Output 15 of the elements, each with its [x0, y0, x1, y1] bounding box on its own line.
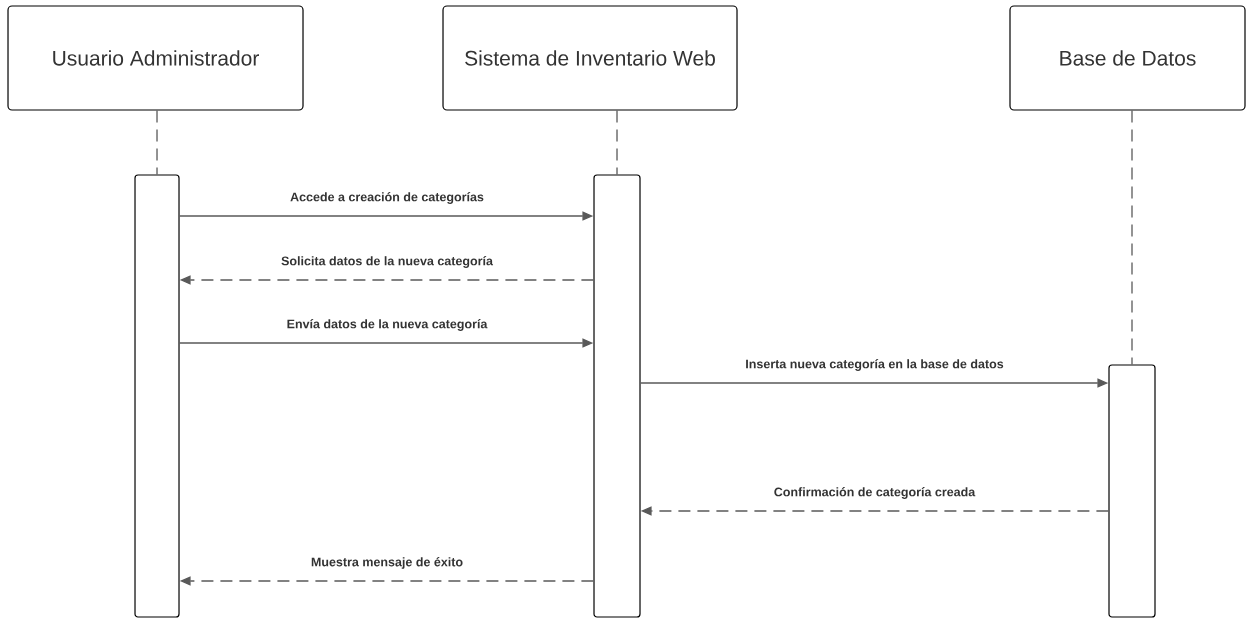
message-label: Accede a creación de categorías [289, 191, 485, 205]
lifeline [1131, 109, 1133, 366]
activation-bar [134, 174, 180, 618]
lifeline [156, 109, 158, 176]
message-label: Muestra mensaje de éxito [309, 556, 465, 570]
message-label: Solicita datos de la nueva categoría [280, 255, 494, 269]
activation-bar [1108, 364, 1156, 618]
participant-box: Usuario Administrador [7, 5, 304, 111]
message-label: Envía datos de la nueva categoría [285, 318, 489, 332]
participant-box: Base de Datos [1009, 5, 1246, 111]
activation-bar [593, 174, 641, 618]
message-label: Confirmación de categoría creada [772, 486, 977, 500]
participant-box: Sistema de Inventario Web [442, 5, 738, 111]
lifeline [616, 109, 618, 176]
message-label: Inserta nueva categoría en la base de datos [744, 358, 1005, 372]
